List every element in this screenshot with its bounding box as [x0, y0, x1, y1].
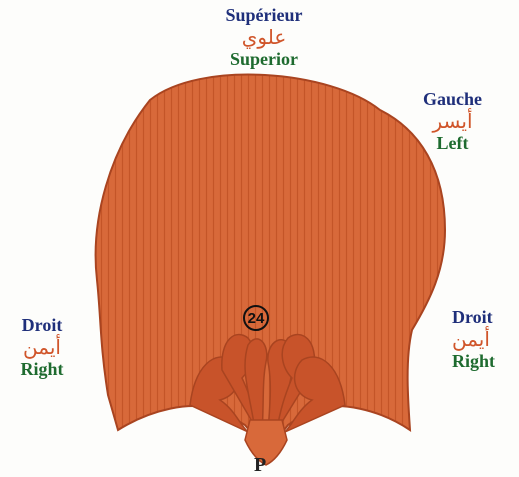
label-right-leftside: Droit أيمن Right: [6, 316, 78, 379]
figure-number-badge: 24: [243, 305, 269, 331]
label-right-leftside-ar: أيمن: [6, 337, 78, 358]
label-right-leftside-en: Right: [6, 360, 78, 379]
label-left: Gauche أيسر Left: [410, 90, 495, 153]
label-right-rightside-en: Right: [452, 352, 519, 371]
label-right-rightside-fr: Droit: [452, 308, 519, 327]
label-right-leftside-fr: Droit: [6, 316, 78, 335]
label-right-rightside-ar: أيمن: [452, 329, 519, 350]
label-superior-en: Superior: [214, 50, 314, 69]
bottom-letter: P: [254, 454, 266, 477]
label-right-rightside: Droit أيمن Right: [452, 308, 519, 371]
label-superior-fr: Supérieur: [214, 6, 314, 25]
label-superior: Supérieur علوي Superior: [214, 6, 314, 69]
label-left-ar: أيسر: [410, 111, 495, 132]
label-left-en: Left: [410, 134, 495, 153]
label-superior-ar: علوي: [214, 27, 314, 48]
label-left-fr: Gauche: [410, 90, 495, 109]
